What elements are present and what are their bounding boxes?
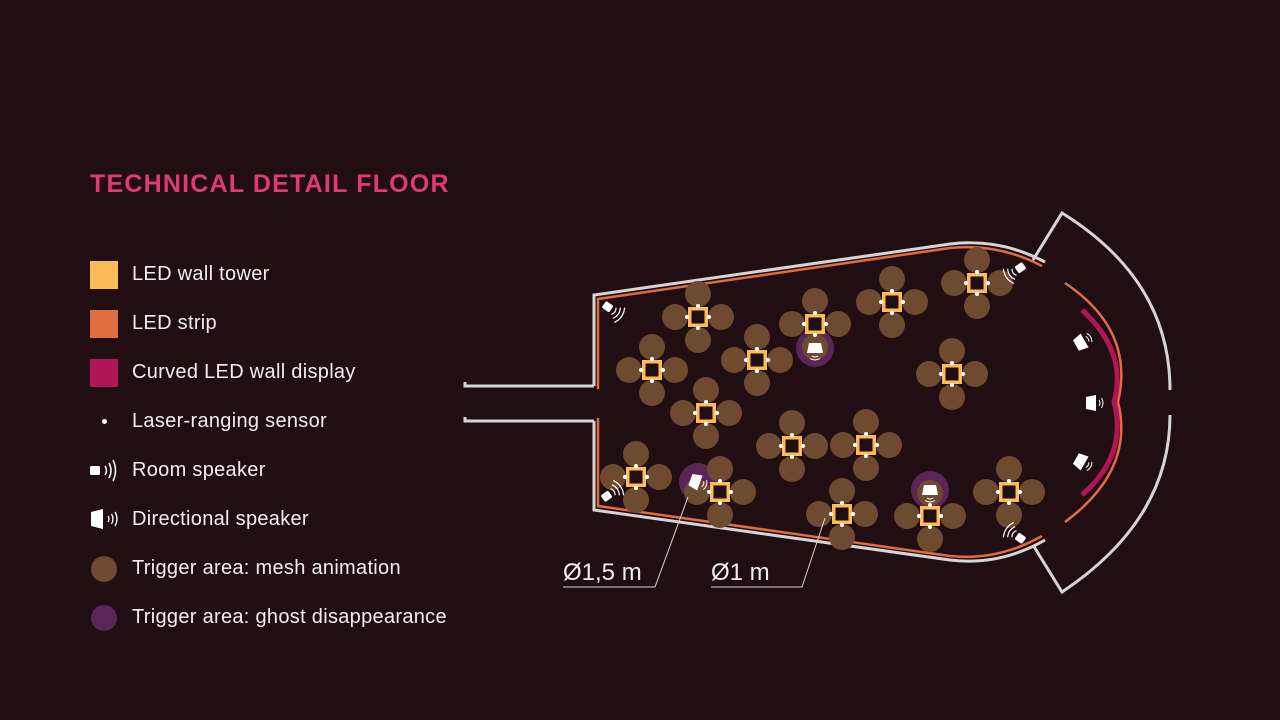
- led-tower: [806, 478, 878, 550]
- entrance-corridor: [463, 382, 594, 423]
- led-tower: [756, 410, 828, 482]
- directional-speaker-icon: [1085, 394, 1104, 412]
- led-tower: [600, 441, 672, 513]
- legend: LED wall tower LED strip Curved LED wall…: [90, 258, 510, 650]
- legend-item-led-strip: LED strip: [90, 307, 510, 356]
- room-speaker-icon: [598, 296, 628, 325]
- legend-item-directional-speaker: Directional speaker: [90, 503, 510, 552]
- led-tower: [941, 247, 1013, 319]
- led-tower: [916, 338, 988, 410]
- room-speaker-icon: [90, 459, 117, 482]
- curved-led-wall-display: [1064, 281, 1123, 524]
- led-tower: [830, 409, 902, 481]
- led-tower: [616, 334, 688, 406]
- dot-icon: [102, 419, 107, 424]
- legend-item-laser-sensor: Laser-ranging sensor: [90, 405, 510, 454]
- curved-led-wall-swatch: [90, 359, 118, 387]
- mesh-trigger-swatch: [91, 556, 117, 582]
- legend-label: Directional speaker: [132, 508, 309, 530]
- legend-item-led-wall-tower: LED wall tower: [90, 258, 510, 307]
- ghost-trigger-swatch: [91, 605, 117, 631]
- legend-item-mesh-trigger: Trigger area: mesh animation: [90, 552, 510, 601]
- legend-label: Room speaker: [132, 459, 266, 481]
- led-tower: [721, 324, 793, 396]
- legend-item-room-speaker: Room speaker: [90, 454, 510, 503]
- legend-item-curved-led-wall: Curved LED wall display: [90, 356, 510, 405]
- page-title: TECHNICAL DETAIL FLOOR: [90, 170, 450, 198]
- led-tower: [670, 377, 742, 449]
- legend-item-ghost-trigger: Trigger area: ghost disappearance: [90, 601, 510, 650]
- led-towers: [600, 247, 1045, 552]
- dimension-label-1m: Ø1 m: [711, 559, 770, 586]
- dimension-label-1-5m: Ø1,5 m: [563, 559, 642, 586]
- led-tower: [856, 266, 928, 338]
- directional-speaker-icon: [1071, 329, 1096, 353]
- legend-label: Laser-ranging sensor: [132, 410, 327, 432]
- directional-speaker-icon: [91, 509, 118, 529]
- legend-label: LED wall tower: [132, 263, 270, 285]
- legend-label: Trigger area: ghost disappearance: [132, 606, 447, 628]
- legend-label: Trigger area: mesh animation: [132, 557, 401, 579]
- outer-curved-wall: [1031, 210, 1172, 595]
- legend-label: LED strip: [132, 312, 217, 334]
- led-strip-swatch: [90, 310, 118, 338]
- led-tower: [973, 456, 1045, 528]
- directional-speaker-icon: [1071, 451, 1096, 475]
- led-wall-tower-swatch: [90, 261, 118, 289]
- dimension-annotations: Ø1,5 m Ø1 m: [563, 496, 826, 588]
- led-tower: [662, 281, 734, 353]
- legend-label: Curved LED wall display: [132, 361, 356, 383]
